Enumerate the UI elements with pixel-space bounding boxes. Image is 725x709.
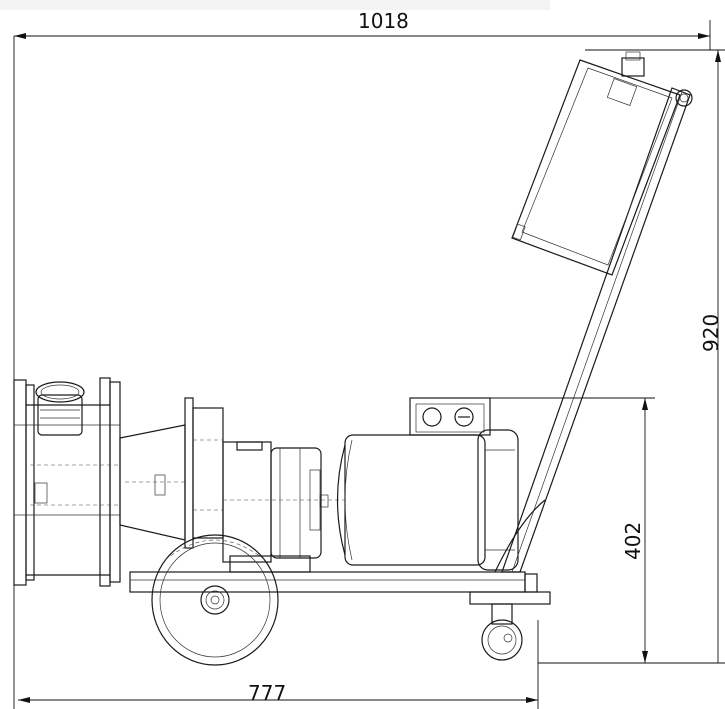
dimension-label-overall-height: 920: [699, 314, 723, 352]
dimension-overall-length: 1018: [13, 9, 711, 709]
dimension-label-motor-height: 402: [621, 522, 645, 560]
dimension-overall-height: 920: [585, 49, 725, 663]
dimension-label-base-length: 777: [248, 681, 286, 705]
header-bar: [0, 0, 550, 10]
caster-wheel: [469, 591, 551, 661]
control-box: [511, 51, 693, 276]
dimension-label-overall-length: 1018: [358, 9, 409, 33]
handle-stem: [494, 87, 691, 573]
base-frame: [129, 555, 538, 593]
gearbox: [222, 441, 345, 563]
motor: [336, 397, 519, 571]
inlet-port: [13, 377, 121, 587]
transport-wheel: [151, 534, 279, 666]
pump-cone: [119, 397, 224, 549]
dimension-motor-height: 402: [490, 397, 725, 664]
dimension-base-length: 777: [18, 620, 539, 709]
